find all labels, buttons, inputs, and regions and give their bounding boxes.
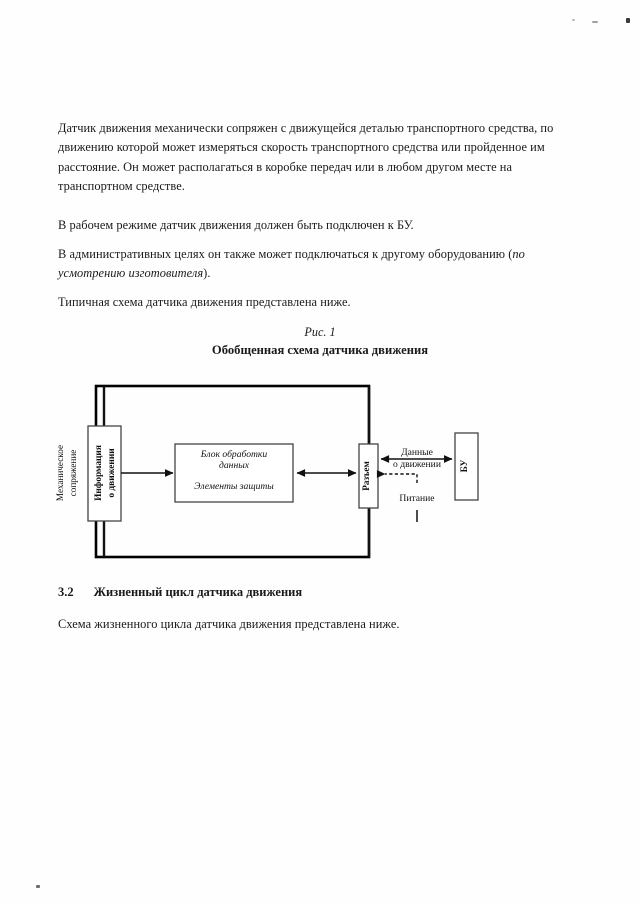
section-heading-3-2: 3.2 Жизненный цикл датчика движения <box>58 585 302 600</box>
box-data-processing: Блок обработки данных Элементы защиты <box>174 443 294 503</box>
label-mechanical-coupling: Механическое сопряжение <box>55 445 78 501</box>
box-connector-label: Разъем <box>361 461 371 490</box>
paragraph-sensor-description: Датчик движения механически сопряжен с д… <box>58 121 554 194</box>
paragraph-typical-scheme-intro: Типичная схема датчика движения представ… <box>58 295 351 309</box>
label-motion-data-line1: Данные <box>401 447 433 458</box>
power-supply-connection: Питание <box>376 470 435 522</box>
scan-artifact-speck <box>626 18 630 23</box>
box-motion-information: Информация о движении <box>87 425 122 522</box>
figure-title: Обобщенная схема датчика движения <box>211 343 429 357</box>
box-control-unit: БУ <box>454 432 479 501</box>
box-connector: Разъем <box>358 443 379 509</box>
box-control-unit-label: БУ <box>460 460 470 473</box>
section-number: 3.2 <box>58 585 74 599</box>
paragraph-operational-mode: В рабочем режиме датчик движения должен … <box>58 218 414 232</box>
section-title: Жизненный цикл датчика движения <box>93 585 303 599</box>
label-mechanical-coupling-line2: сопряжение <box>68 450 78 497</box>
paragraph-administrative-text: В административных целях он также может … <box>58 247 506 261</box>
box-protection-elements-label: Элементы защиты <box>194 481 274 492</box>
label-motion-data: Данные о движении <box>393 447 441 470</box>
manufacturer-discretion-italic: по усмотрению изготовителя <box>58 247 525 281</box>
paren-close: ). <box>203 266 211 281</box>
box-data-processing-line1: Блок обработки <box>200 449 268 460</box>
box-data-processing-line2: данных <box>219 460 250 471</box>
figure-number: Рис. 1 <box>304 325 336 339</box>
label-mechanical-coupling-line1: Механическое <box>55 445 65 501</box>
scan-artifact-speck <box>36 885 40 888</box>
box-motion-information-line1: Информация <box>93 445 104 501</box>
scan-artifact-speck <box>592 21 598 23</box>
box-motion-information-line2: о движении <box>107 448 117 498</box>
label-motion-data-line2: о движении <box>393 459 441 470</box>
scan-artifact-speck <box>572 19 575 21</box>
label-power-supply: Питание <box>399 493 434 504</box>
paragraph-administrative-purposes: В административных целях он также может … <box>58 245 558 284</box>
housing-stub-lines <box>102 386 371 557</box>
motion-sensor-block-diagram: Информация о движении Механическое сопря… <box>0 370 640 570</box>
paragraph-lifecycle-intro: Схема жизненного цикла датчика движения … <box>58 617 400 631</box>
paren-open: ( <box>508 247 513 261</box>
